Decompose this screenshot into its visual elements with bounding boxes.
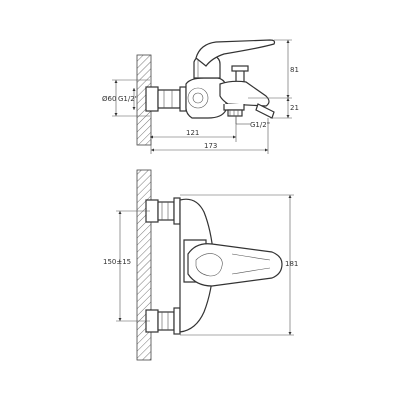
side-view-inlet-connector (145, 86, 187, 112)
side-view-lever-handle (195, 39, 276, 67)
front-view-handle (187, 243, 283, 287)
dim-inlet-thread-label: G1/2" (118, 95, 138, 103)
dim-inlet-to-spout-label: 121 (186, 129, 199, 137)
front-view (136, 169, 283, 361)
dim-inlet-thread: G1/2" (118, 88, 138, 110)
dim-spout-offset-label: 21 (290, 104, 299, 112)
dim-outlet-thread-label: G1/2" (250, 121, 270, 129)
dim-top-height-label: 81 (290, 66, 299, 74)
dim-total-length: 173 (150, 118, 269, 154)
side-view-spout (219, 80, 270, 107)
side-view (136, 39, 276, 146)
dim-spout-offset: 21 (270, 98, 299, 119)
dim-front-height-label: 181 (285, 260, 298, 268)
front-view-upper-connector (145, 197, 181, 225)
dim-inlet-to-spout: 121 (150, 116, 237, 142)
dim-top-height: 81 (248, 39, 299, 99)
dim-diameter-label: Ø60 (102, 95, 116, 103)
dim-diameter: Ø60 (102, 79, 150, 117)
dim-front-height: 181 (180, 194, 298, 336)
dim-outlet-thread: G1/2" (235, 116, 270, 129)
dim-center-distance-label: 150±15 (103, 258, 131, 266)
front-view-lower-connector (145, 307, 181, 335)
dim-center-distance: 150±15 (103, 210, 150, 322)
side-view-outlet-connector (223, 104, 245, 117)
dim-total-length-label: 173 (204, 142, 217, 150)
